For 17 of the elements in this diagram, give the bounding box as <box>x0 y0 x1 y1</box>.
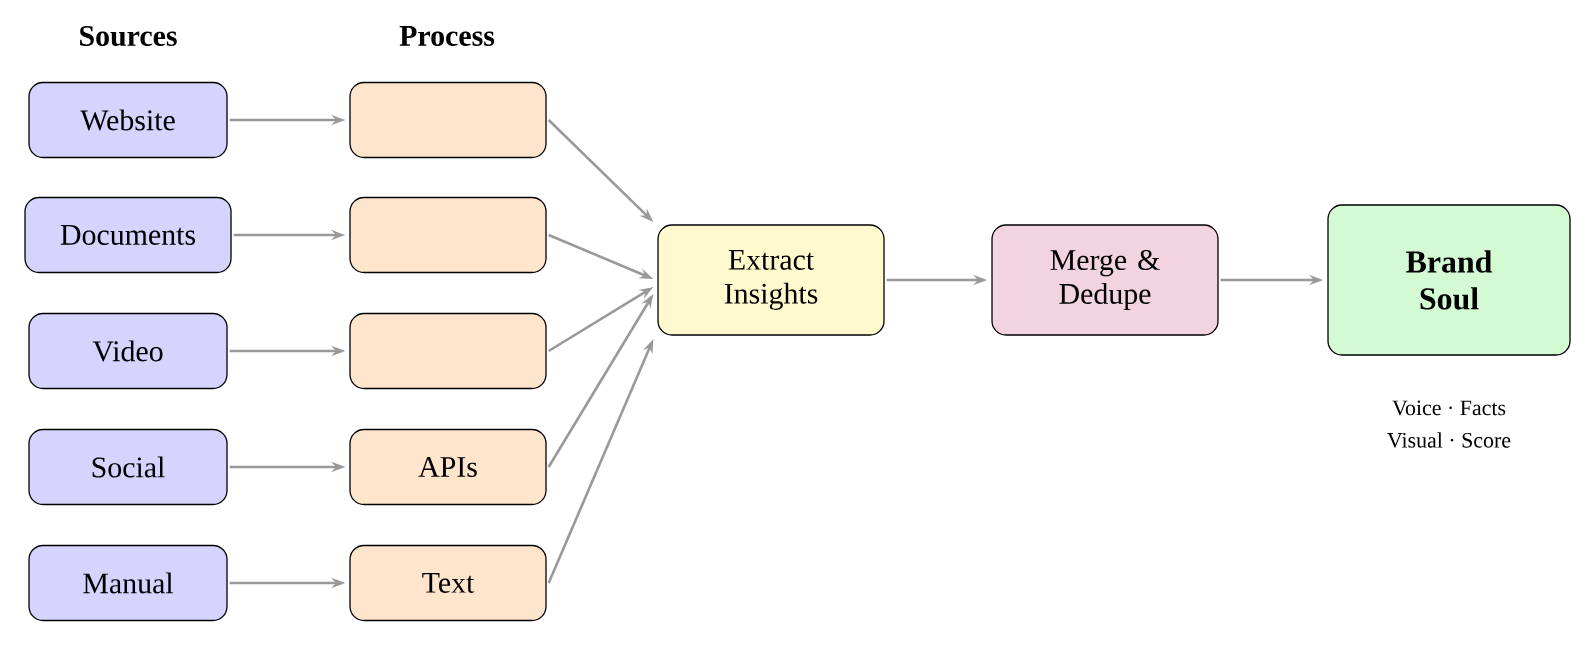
output-box: Brand Soul <box>1327 204 1571 356</box>
source-box: Manual <box>28 544 228 622</box>
process-box <box>349 196 547 274</box>
caption-text: Voice · Facts <box>1392 400 1506 416</box>
source-box: Documents <box>24 196 232 274</box>
process-box: APIs <box>349 428 547 506</box>
process-box: Merge & Dedupe <box>991 224 1219 336</box>
source-box: Video <box>28 312 228 390</box>
source-box: Website <box>28 81 228 159</box>
column-heading: Sources <box>80 25 177 47</box>
process-box: Text <box>349 544 547 622</box>
process-box: Extract Insights <box>657 224 885 336</box>
process-box <box>349 312 547 390</box>
process-box <box>349 81 547 159</box>
column-heading: Process <box>399 26 495 46</box>
caption-text: Visual · Score <box>1387 432 1511 448</box>
source-box: Social <box>28 428 228 506</box>
